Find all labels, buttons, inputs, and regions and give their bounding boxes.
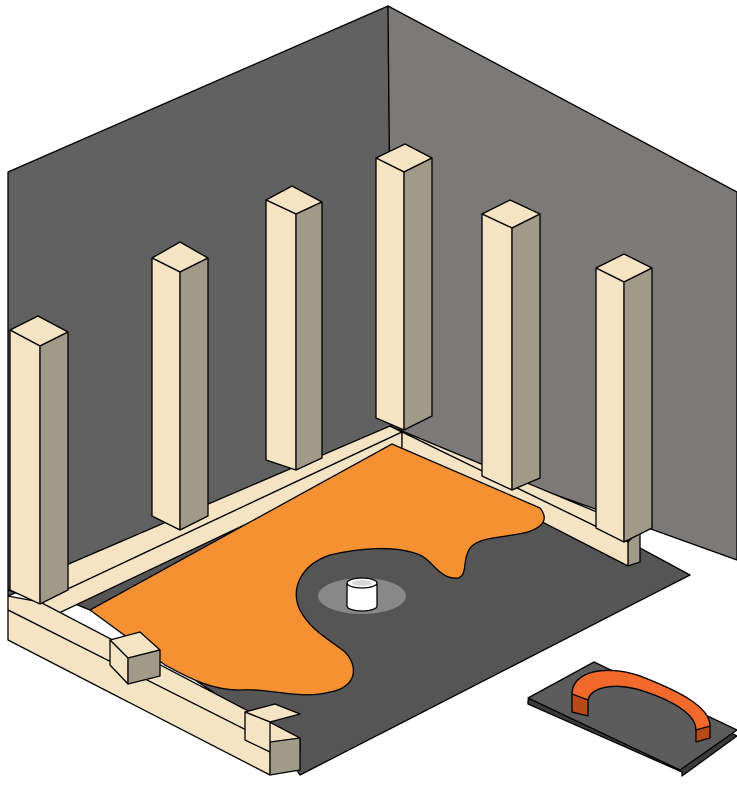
wall-stud-icon xyxy=(376,144,432,430)
trowel-icon xyxy=(528,662,737,776)
drain-pipe-bore xyxy=(352,580,372,586)
wall-stud-icon xyxy=(482,200,540,490)
wall-stud-icon xyxy=(10,316,68,604)
floor-drain-icon xyxy=(318,578,406,614)
wall-stud-icon xyxy=(596,254,652,542)
wall-stud-icon xyxy=(266,186,322,470)
wall-stud-icon xyxy=(152,242,208,530)
front-sill-end xyxy=(270,738,300,775)
